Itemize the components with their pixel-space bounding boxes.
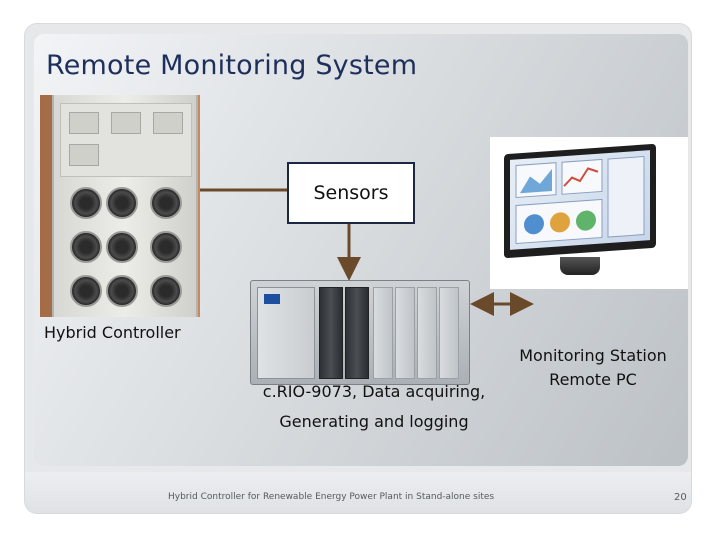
footer-band — [25, 472, 691, 513]
monitor-screen-content — [510, 150, 650, 250]
fan-icon — [70, 187, 102, 219]
monitoring-station-label: Monitoring Station Remote PC — [498, 344, 688, 392]
cabinet-slot — [69, 144, 99, 166]
sensors-label: Sensors — [313, 182, 389, 204]
crio-label: c.RIO-9073, Data acquiring, Generating a… — [254, 377, 494, 437]
ni-logo-icon — [264, 294, 280, 304]
sensors-box: Sensors — [287, 162, 415, 224]
monitoring-station-line2: Remote PC — [549, 370, 637, 389]
cabinet-panel — [60, 103, 192, 177]
fan-icon — [70, 275, 102, 307]
fan-icon — [106, 187, 138, 219]
crio-label-line2: Generating and logging — [279, 412, 469, 431]
slide-title: Remote Monitoring System — [46, 50, 418, 81]
hybrid-controller-label: Hybrid Controller — [44, 323, 181, 342]
page-number: 20 — [674, 492, 687, 503]
fan-icon — [106, 275, 138, 307]
cabinet-slot — [111, 112, 141, 134]
crio-controller — [257, 287, 315, 379]
crio-device-photo — [250, 280, 470, 385]
fan-icon — [70, 231, 102, 263]
monitor-icon — [504, 143, 656, 259]
hybrid-controller-photo — [40, 95, 200, 317]
crio-module — [319, 287, 343, 379]
fan-icon — [150, 275, 182, 307]
fan-icon — [150, 187, 182, 219]
crio-slot — [417, 287, 437, 379]
crio-slot — [373, 287, 393, 379]
crio-module — [345, 287, 369, 379]
cabinet-slot — [69, 112, 99, 134]
remote-pc-photo — [490, 137, 688, 289]
cabinet-slot — [153, 112, 183, 134]
crio-slot — [439, 287, 459, 379]
monitoring-station-line1: Monitoring Station — [519, 346, 667, 365]
crio-label-line1: c.RIO-9073, Data acquiring, — [262, 382, 486, 401]
monitor-stand — [560, 257, 600, 275]
fan-icon — [150, 231, 182, 263]
dashboard-graphic — [515, 155, 645, 245]
fan-icon — [106, 231, 138, 263]
cabinet-image — [52, 95, 198, 317]
footer-text: Hybrid Controller for Renewable Energy P… — [168, 492, 495, 502]
crio-slot — [395, 287, 415, 379]
